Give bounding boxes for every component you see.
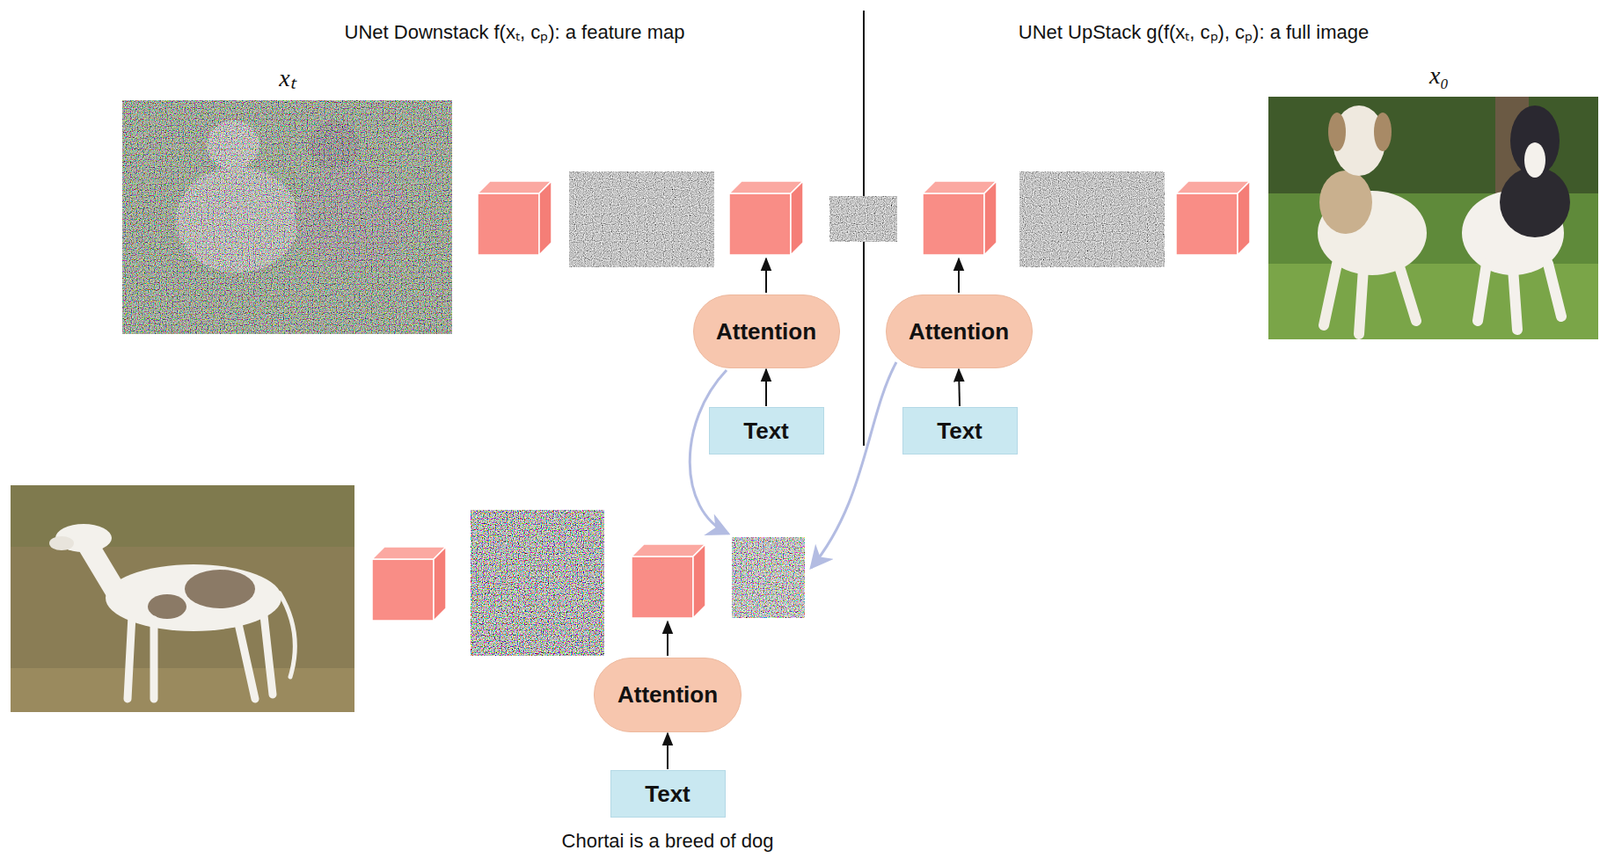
caption-text: Chortai is a breed of dog (562, 830, 775, 854)
text-encoder-box: Text (610, 770, 726, 819)
attention-block: Attention (593, 657, 742, 733)
feature-map (569, 171, 715, 268)
attention-block: Attention (693, 294, 841, 369)
arrow-connector (765, 369, 768, 407)
arrow (765, 258, 768, 293)
node-label: Text (644, 781, 691, 809)
feature-map (829, 196, 898, 242)
node-label: Attention (617, 681, 718, 709)
text-encoder-box: Text (708, 407, 825, 455)
noisy-image (122, 100, 453, 335)
output-photo (1268, 96, 1599, 340)
node-label: Text (743, 417, 790, 446)
node-label: Attention (908, 318, 1009, 346)
arrow-connector (958, 369, 960, 407)
text-encoder-box: Text (902, 407, 1018, 455)
transfer-arrow (810, 362, 897, 569)
arrow-connector (666, 733, 669, 770)
unet-block (477, 181, 552, 256)
node-label: Attention (715, 318, 817, 346)
unet-block (922, 181, 997, 256)
noise-map (470, 510, 605, 657)
unet-block (631, 544, 706, 619)
section-heading: UNet UpStack g(f(xₜ, cₚ), cₚ): a full im… (1018, 17, 1369, 44)
feature-map (1019, 171, 1165, 268)
unet-block (1176, 181, 1250, 256)
arrow (957, 258, 960, 293)
section-heading: UNet Downstack f(xₜ, cₚ): a feature map (344, 17, 686, 44)
attention-block: Attention (885, 294, 1033, 369)
node-label: Text (936, 417, 983, 446)
noise-map (731, 537, 805, 619)
reference-photo (10, 485, 355, 713)
image-label: x₀ (1429, 61, 1449, 90)
unet-block (729, 181, 804, 256)
image-label: xₜ (278, 59, 296, 94)
arrow (666, 621, 669, 657)
unet-block (372, 547, 446, 622)
